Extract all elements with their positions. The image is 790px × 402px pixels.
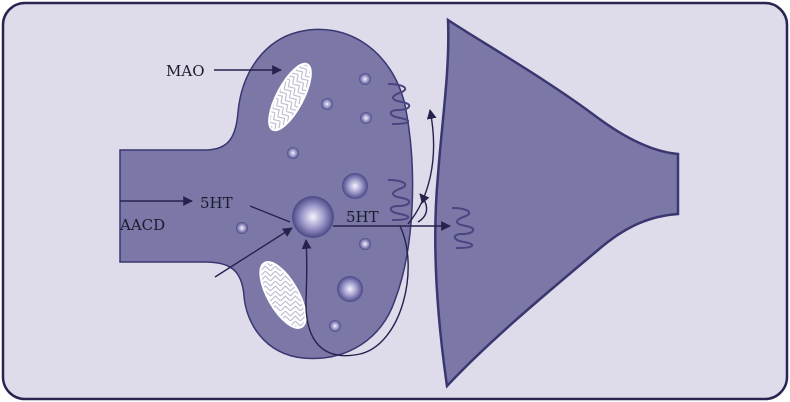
vesicle <box>359 73 371 85</box>
label-mao: MAO <box>166 62 205 80</box>
vesicle <box>342 173 368 199</box>
vesicle <box>359 238 371 250</box>
vesicle <box>337 276 363 302</box>
vesicle <box>321 98 333 110</box>
vesicle <box>329 320 341 332</box>
vesicle-large <box>292 196 334 238</box>
label-5ht-precursor: 5HT <box>200 194 233 212</box>
vesicle <box>236 222 248 234</box>
label-5ht-release: 5HT <box>346 208 379 226</box>
label-aacd: AACD <box>119 216 165 234</box>
vesicle <box>287 147 299 159</box>
vesicle <box>360 112 372 124</box>
